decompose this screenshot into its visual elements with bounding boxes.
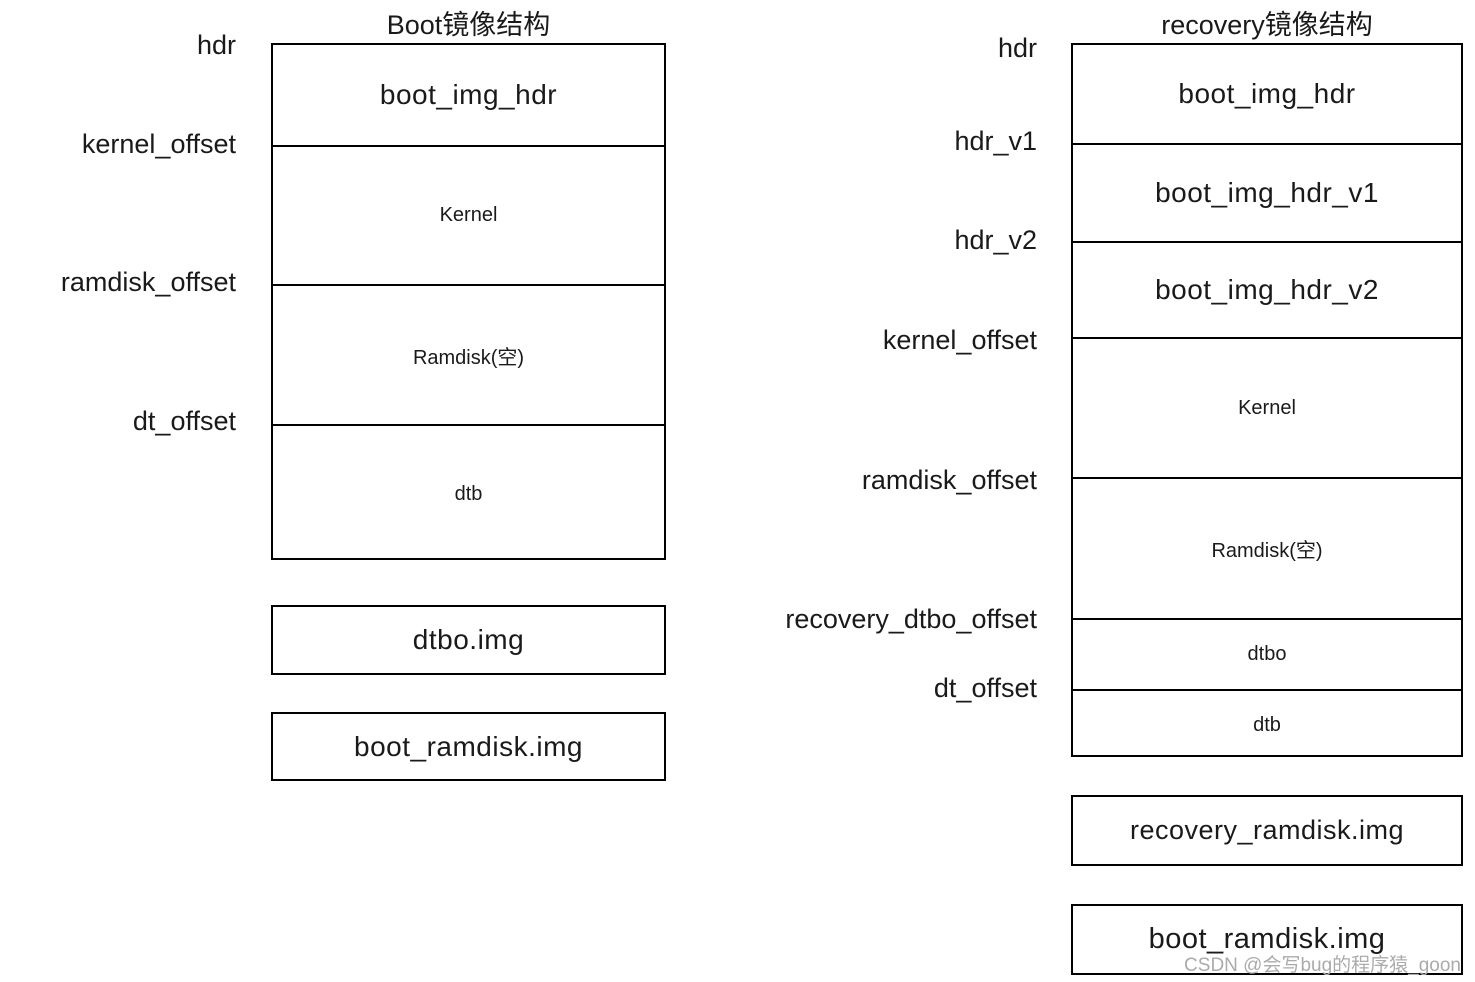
boot-section-dtb: dtb	[273, 424, 664, 562]
recovery-section-boot-img-hdr: boot_img_hdr	[1073, 45, 1461, 143]
recovery-section-label: dtbo	[1247, 643, 1287, 665]
boot-diagram-title: Boot镜像结构	[386, 10, 551, 40]
boot-section-kernel: Kernel	[273, 145, 664, 284]
recovery-section-label: Kernel	[1238, 396, 1296, 419]
recovery-offset-label-recovery-dtbo-offset: recovery_dtbo_offset	[785, 604, 1037, 634]
recovery-section-kernel: Kernel	[1073, 337, 1461, 477]
boot-section-label: boot_img_hdr	[379, 79, 558, 110]
recovery-section-ramdisk: Ramdisk(空)	[1073, 477, 1461, 618]
recovery-offset-label-hdr-v2: hdr_v2	[954, 225, 1037, 255]
boot-offset-label-kernel-offset: kernel_offset	[81, 129, 236, 159]
recovery-section-label: boot_img_hdr_v1	[1155, 177, 1379, 208]
recovery-file-box-recovery-ramdisk-img: recovery_ramdisk.img	[1071, 795, 1463, 866]
recovery-section-label: dtb	[1253, 713, 1281, 736]
boot-offset-label-hdr: hdr	[196, 30, 236, 60]
boot-file-box-dtbo-img: dtbo.img	[271, 605, 666, 675]
recovery-section-label: boot_img_hdr_v2	[1155, 274, 1379, 305]
recovery-file-box-boot-ramdisk-img: boot_ramdisk.img	[1071, 904, 1463, 975]
boot-file-box-boot-ramdisk-img: boot_ramdisk.img	[271, 712, 666, 781]
boot-section-label: Ramdisk(空)	[412, 346, 525, 369]
recovery-section-boot-img-hdr-v2: boot_img_hdr_v2	[1073, 241, 1461, 337]
recovery-offset-label-hdr: hdr	[997, 33, 1037, 63]
recovery-offset-label-ramdisk-offset: ramdisk_offset	[861, 465, 1037, 495]
boot-offset-label-dt-offset: dt_offset	[132, 406, 236, 436]
recovery-section-dtb: dtb	[1073, 689, 1461, 759]
boot-section-boot-img-hdr: boot_img_hdr	[273, 45, 664, 145]
recovery-section-boot-img-hdr-v1: boot_img_hdr_v1	[1073, 143, 1461, 241]
boot-section-label: dtb	[454, 482, 483, 505]
recovery-section-label: Ramdisk(空)	[1211, 540, 1323, 562]
recovery-offset-label-dt-offset: dt_offset	[933, 673, 1037, 703]
boot-section-ramdisk: Ramdisk(空)	[273, 284, 664, 424]
recovery-section-dtbo: dtbo	[1073, 618, 1461, 689]
recovery-offset-label-hdr-v1: hdr_v1	[954, 126, 1037, 156]
recovery-stack-box: boot_img_hdr boot_img_hdr_v1 boot_img_hd…	[1071, 43, 1463, 757]
recovery-diagram-title: recovery镜像结构	[1161, 10, 1373, 40]
boot-offset-label-ramdisk-offset: ramdisk_offset	[60, 267, 236, 297]
boot-section-label: Kernel	[439, 204, 498, 226]
recovery-section-label: boot_img_hdr	[1178, 78, 1356, 109]
recovery-offset-label-kernel-offset: kernel_offset	[882, 325, 1037, 355]
boot-stack-box: boot_img_hdr Kernel Ramdisk(空) dtb	[271, 43, 666, 560]
